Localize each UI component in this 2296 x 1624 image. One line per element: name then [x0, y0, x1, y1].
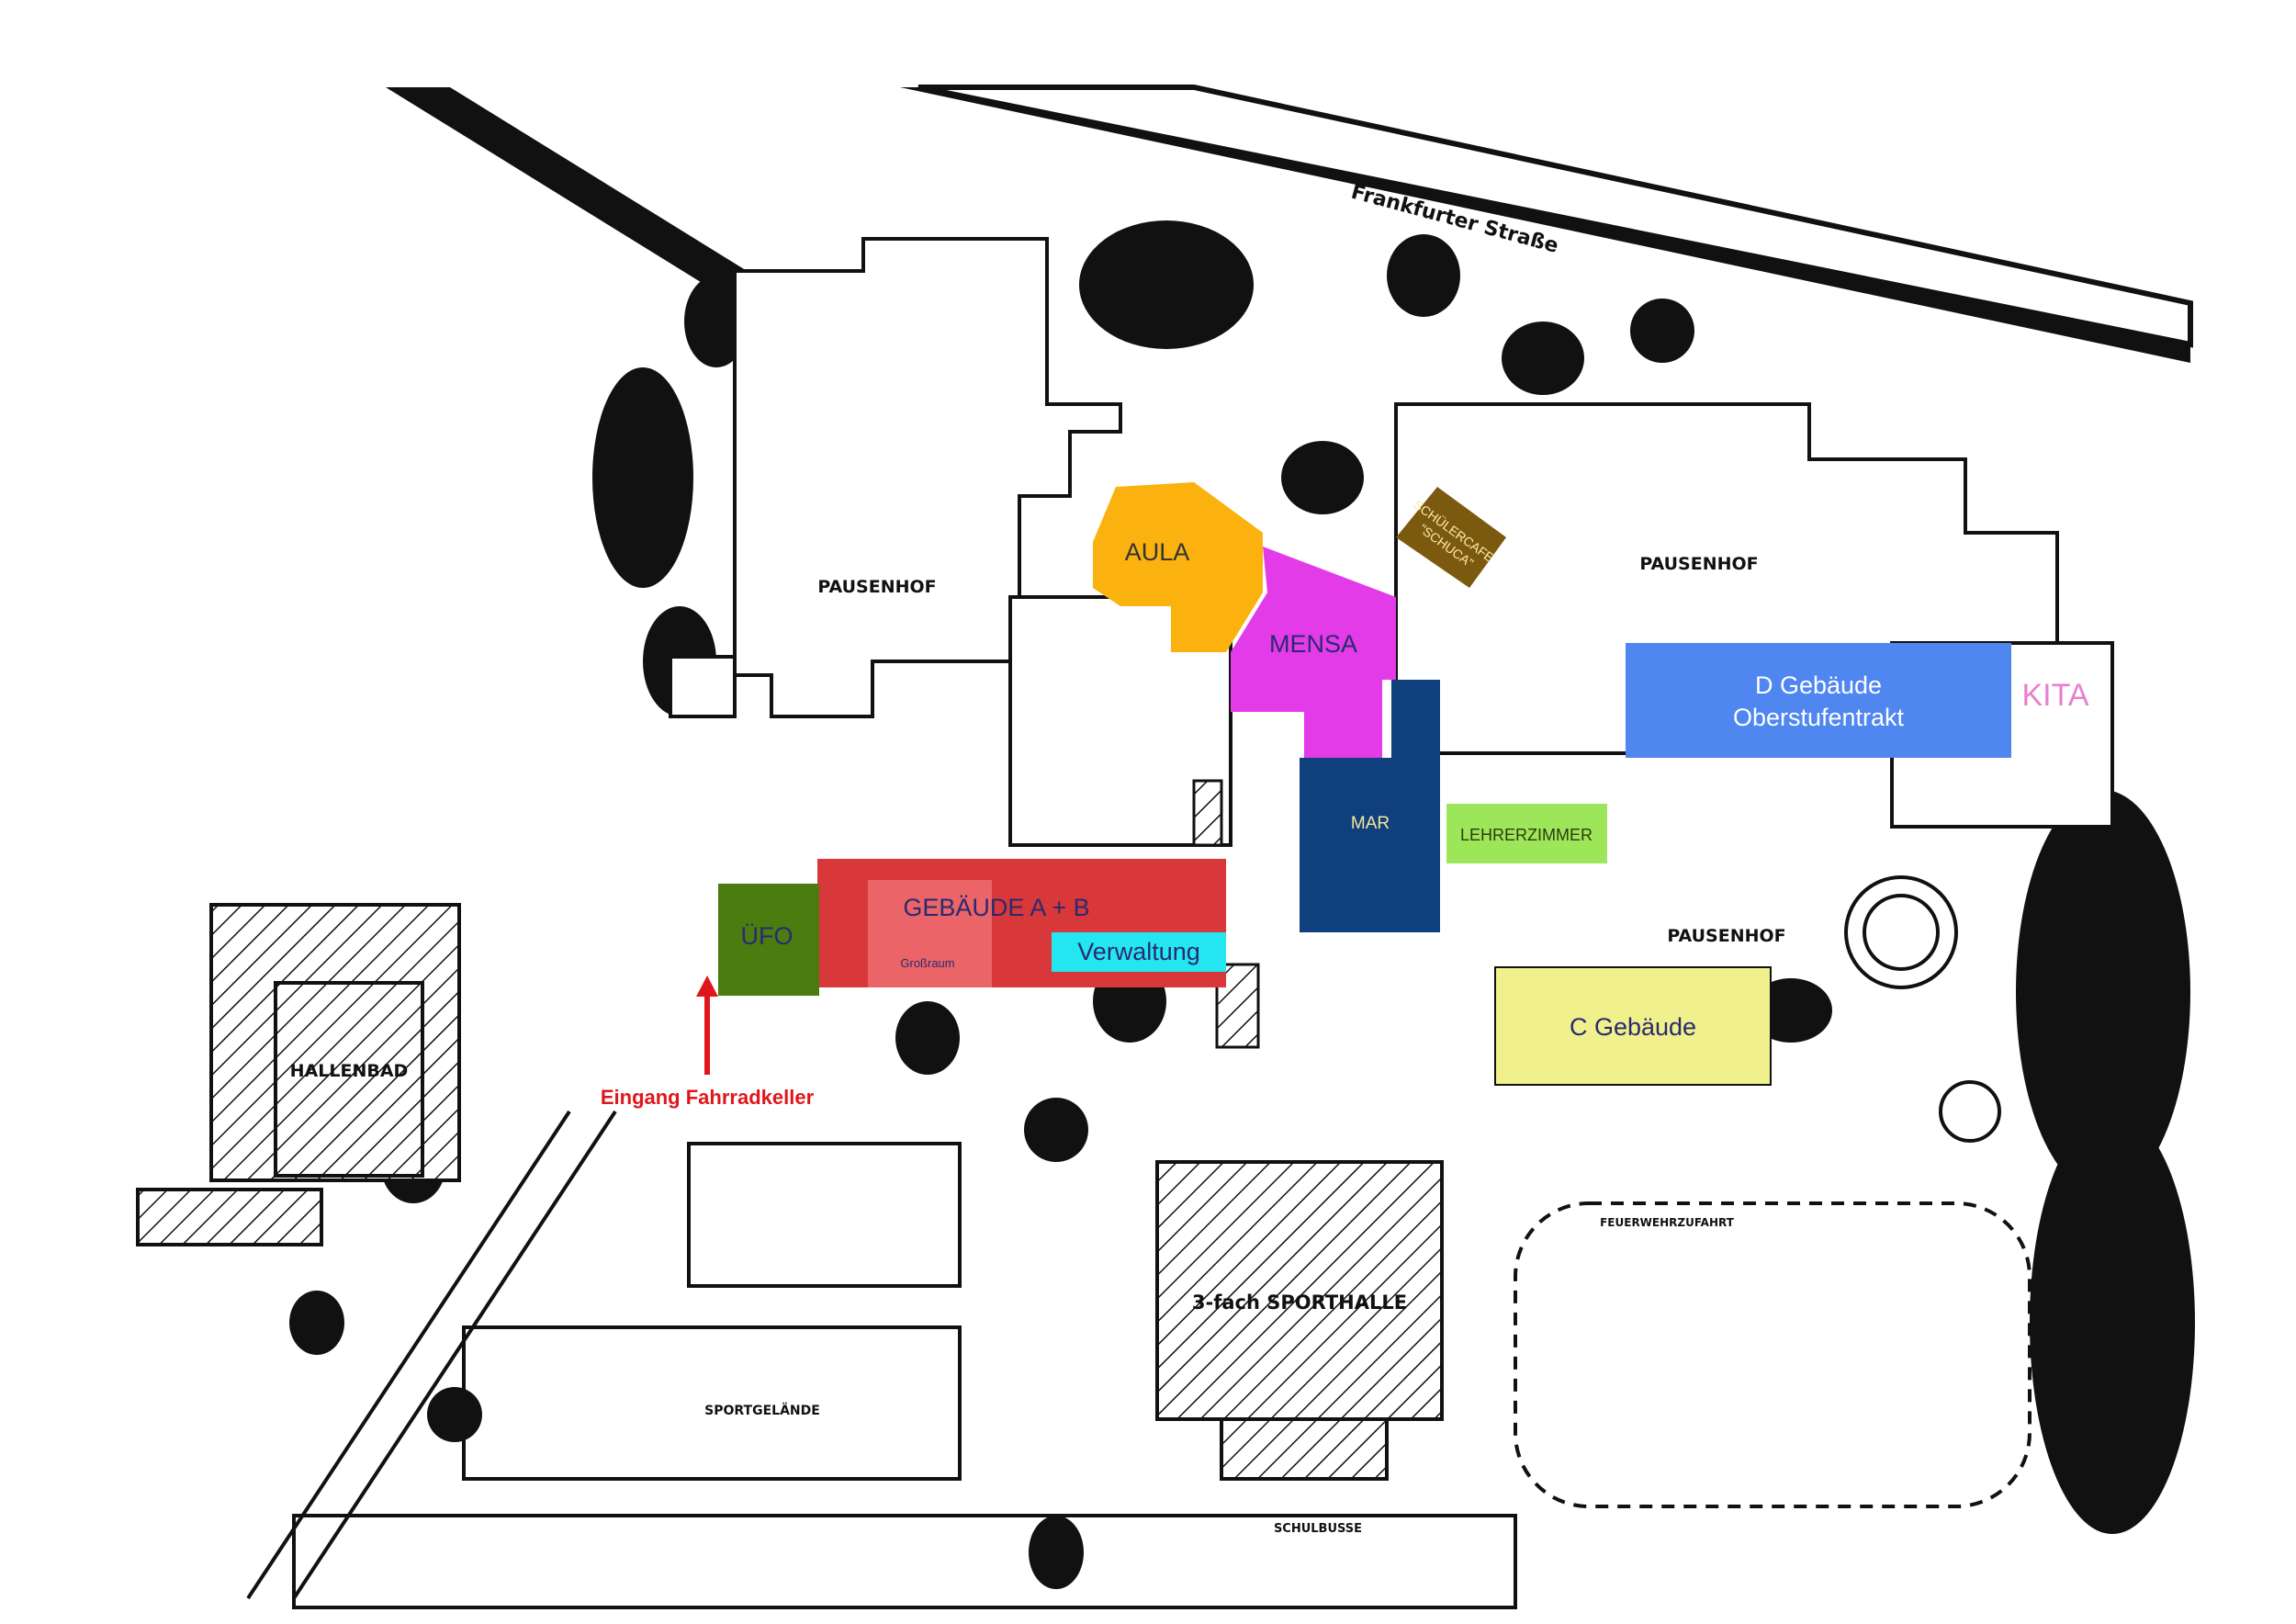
zone-grossraum — [868, 880, 992, 987]
lehrerzimmer-label: LEHRERZIMMER — [1460, 826, 1593, 844]
feuerwehrzufahrt-label: FEUERWEHRZUFAHRT — [1600, 1216, 1735, 1229]
zone-mar: MAR — [1300, 680, 1440, 932]
grossraum-label: Großraum — [900, 956, 954, 970]
gebaeude-ab-label: GEBÄUDE A + B — [903, 894, 1089, 921]
zone-c-gebaeude: C Gebäude — [1494, 966, 1772, 1086]
plain-labels: PAUSENHOF PAUSENHOF PAUSENHOF HALLENBAD … — [290, 554, 1786, 1536]
sporthalle-label: 3-fach SPORTHALLE — [1192, 1291, 1407, 1314]
pausenhof-west-label: PAUSENHOF — [817, 577, 936, 597]
bike-entrance-label: Eingang Fahrradkeller — [601, 1086, 815, 1109]
pausenhof-east-label: PAUSENHOF — [1667, 926, 1785, 946]
schulbusse-label: SCHULBUSSE — [1274, 1522, 1362, 1536]
c-gebaeude-label: C Gebäude — [1570, 1013, 1696, 1041]
d-gebaeude-label-line2: Oberstufentrakt — [1733, 704, 1905, 731]
kita-label: KITA — [2021, 678, 2088, 713]
mensa-label: MENSA — [1269, 630, 1357, 658]
hallenbad-label: HALLENBAD — [290, 1061, 409, 1081]
sportgelaende-label: SPORTGELÄNDE — [704, 1403, 820, 1418]
sportgelaende-field — [462, 1325, 962, 1481]
verwaltung-label: Verwaltung — [1077, 938, 1200, 965]
grounds — [246, 875, 2032, 1609]
zone-verwaltung: Verwaltung — [1052, 932, 1226, 972]
zone-ufo: ÜFO — [718, 884, 819, 996]
mar-label: MAR — [1351, 814, 1390, 833]
aula-label: AULA — [1125, 538, 1190, 566]
ufo-label: ÜFO — [741, 922, 793, 950]
bike-entrance-marker: Eingang Fahrradkeller — [601, 976, 815, 1109]
zone-lehrerzimmer: LEHRERZIMMER — [1446, 804, 1607, 863]
frankfurter-strasse-road: Frankfurter Straße — [386, 85, 2193, 363]
zone-d-gebaeude: D Gebäude Oberstufentrakt — [1626, 643, 2011, 758]
sporthalle-building — [1155, 1160, 1444, 1421]
pausenhof-north-label: PAUSENHOF — [1639, 554, 1758, 574]
d-gebaeude-label-line1: D Gebäude — [1755, 671, 1882, 699]
zone-aula: AULA — [1093, 482, 1263, 652]
zone-kita: KITA — [2021, 678, 2088, 713]
hatched-facilities — [136, 779, 1444, 1481]
zone-mensa: MENSA — [1231, 547, 1396, 758]
